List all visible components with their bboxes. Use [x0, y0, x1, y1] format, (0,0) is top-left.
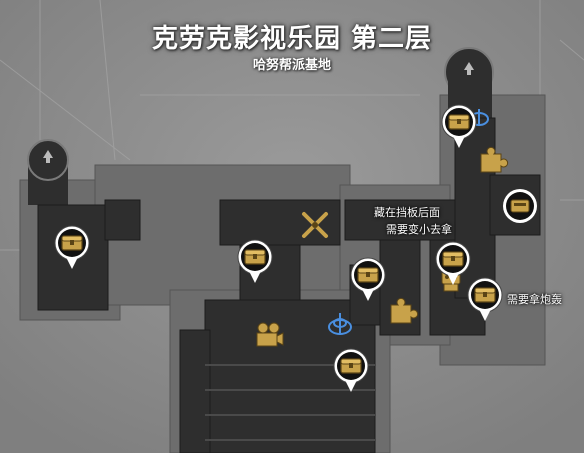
note-need-cannon: 需要拿炮轰 — [507, 293, 562, 306]
map-subtitle: 哈努帮派基地 — [252, 58, 331, 73]
up-arrow-icon[interactable] — [464, 62, 474, 75]
note-need-small: 需要变小去拿 — [386, 223, 452, 236]
movie-camera-icon[interactable] — [256, 322, 284, 347]
crossed-swords-icon[interactable] — [302, 212, 328, 238]
note-behind-board: 藏在挡板后面 — [374, 206, 440, 219]
puzzle-piece-icon[interactable] — [480, 146, 509, 173]
left-tower — [27, 139, 69, 205]
warp-portal-icon[interactable] — [328, 313, 352, 335]
up-arrow-icon[interactable] — [43, 150, 53, 163]
puzzle-piece-icon[interactable] — [390, 297, 419, 324]
robot-icon[interactable] — [503, 189, 537, 223]
map-title: 克劳克影视乐园 第二层 — [151, 24, 433, 54]
